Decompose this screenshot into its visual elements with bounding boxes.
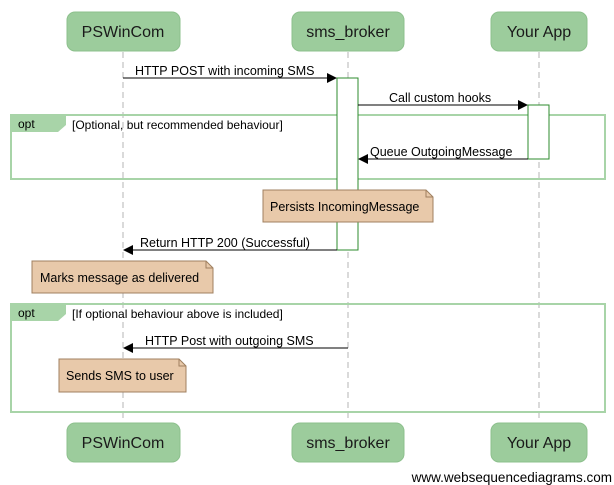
actor-sms-broker-top-label: sms_broker [306, 24, 390, 41]
actor-pswincom-bottom-label: PSWinCom [82, 435, 165, 452]
message-2: Call custom hooks [358, 91, 528, 110]
message-5: HTTP Post with outgoing SMS [123, 334, 348, 353]
message-3-label: Queue OutgoingMessage [370, 145, 513, 159]
actor-your-app-top-label: Your App [507, 24, 571, 41]
actor-sms-broker-bottom: sms_broker [291, 422, 405, 463]
actor-pswincom-top: PSWinCom [66, 11, 181, 52]
footer-watermark: www.websequencediagrams.com [411, 470, 612, 485]
message-3: Queue OutgoingMessage [358, 145, 528, 164]
note-marks-message-delivered: Marks message as delivered [31, 260, 214, 294]
opt-fragment-2-condition: [If optional behaviour above is included… [72, 307, 283, 321]
message-5-label: HTTP Post with outgoing SMS [145, 334, 314, 348]
actor-pswincom-bottom: PSWinCom [66, 422, 181, 463]
opt-fragment-1-tab [11, 115, 66, 132]
message-1: HTTP POST with incoming SMS [123, 64, 337, 83]
opt-fragment-2-tab [11, 304, 66, 321]
opt-fragment-2: opt [If optional behaviour above is incl… [10, 303, 606, 413]
message-1-label: HTTP POST with incoming SMS [135, 64, 314, 78]
note-2-text: Marks message as delivered [40, 271, 199, 285]
actor-pswincom-top-label: PSWinCom [82, 24, 165, 41]
opt-fragment-1-condition: [Optional, but recommended behaviour] [72, 118, 283, 132]
note-3-text: Sends SMS to user [66, 369, 174, 383]
actor-sms-broker-top: sms_broker [291, 11, 405, 52]
actor-your-app-bottom: Your App [490, 422, 588, 463]
note-sends-sms-to-user: Sends SMS to user [58, 358, 187, 393]
note-persists-incoming-message: Persists IncomingMessage [262, 189, 434, 223]
activation-your-app [527, 104, 550, 160]
opt-fragment-2-keyword: opt [18, 306, 35, 320]
activation-sms-broker [336, 77, 359, 251]
note-1-text: Persists IncomingMessage [270, 200, 419, 214]
message-2-label: Call custom hooks [389, 91, 491, 105]
opt-fragment-1: opt [Optional, but recommended behaviour… [10, 114, 606, 180]
message-4: Return HTTP 200 (Successful) [123, 236, 337, 255]
opt-fragment-1-keyword: opt [18, 117, 35, 131]
actor-sms-broker-bottom-label: sms_broker [306, 435, 390, 452]
actor-your-app-top: Your App [490, 11, 588, 52]
actor-your-app-bottom-label: Your App [507, 435, 571, 452]
message-4-label: Return HTTP 200 (Successful) [140, 236, 310, 250]
